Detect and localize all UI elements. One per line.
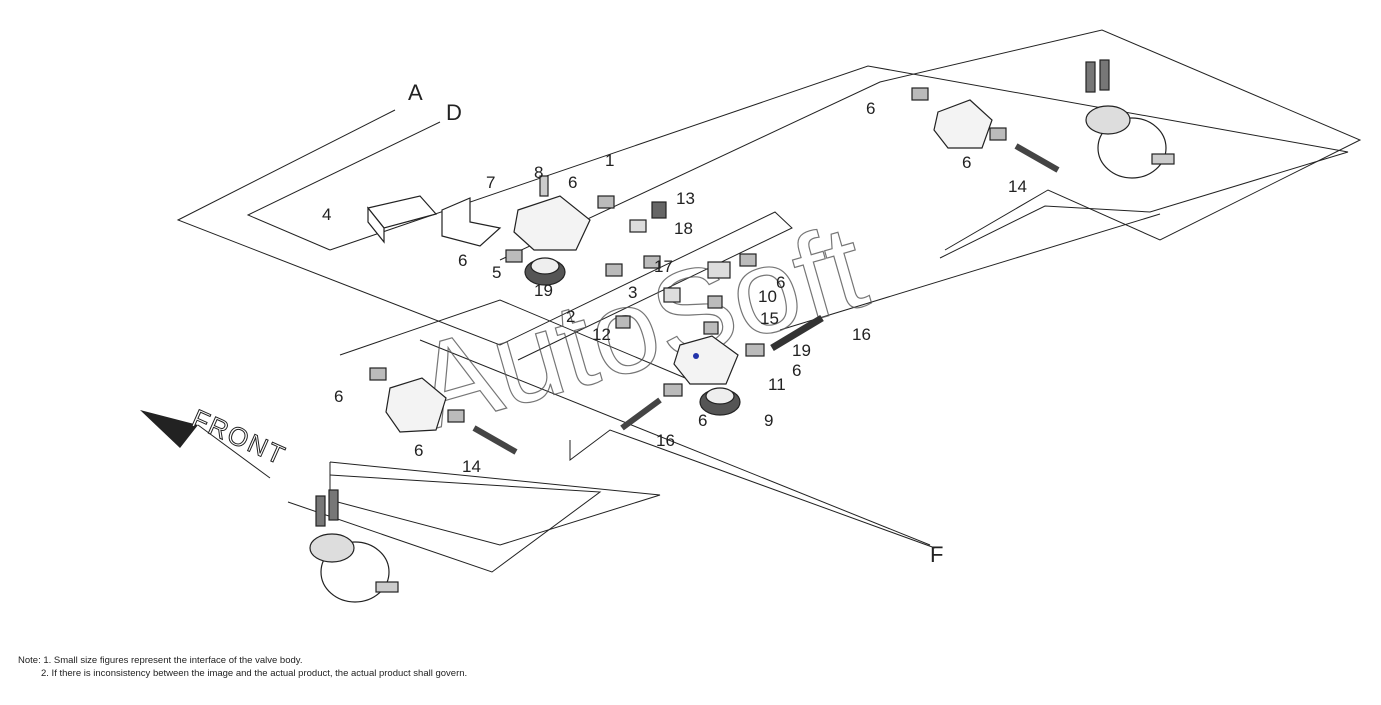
callout-15: 15 <box>760 309 779 328</box>
front-label: FRONT <box>188 403 291 471</box>
callout-16: 16 <box>852 325 871 344</box>
pipe-top-inner <box>499 29 1362 261</box>
line-label-f: F <box>930 542 943 567</box>
pipe-left <box>339 299 691 381</box>
hose-16-left-icon <box>620 397 662 431</box>
callout-11: 11 <box>768 375 786 394</box>
pipe-line-f <box>569 429 936 549</box>
callout-9: 9 <box>764 411 773 430</box>
dust-cover-icon <box>524 257 566 286</box>
callout-2: 2 <box>566 307 575 326</box>
pipe-lower-left <box>329 461 661 546</box>
pipe-right-diag <box>779 213 1161 331</box>
pipe-line-d <box>246 121 441 251</box>
callout-3: 3 <box>628 283 637 302</box>
callout-16b: 16 <box>656 431 675 450</box>
callout-7: 7 <box>486 173 495 192</box>
callout-13: 13 <box>676 189 695 208</box>
note-line-2: 2. If there is inconsistency between the… <box>41 668 468 679</box>
callout-6f: 6 <box>792 361 801 380</box>
part-callouts: 1 2 3 4 5 6 6 6 6 6 6 6 6 6 7 8 9 10 11 … <box>322 99 1027 476</box>
plate-bracket-icon <box>441 197 502 247</box>
notes-prefix: Note: <box>18 655 41 666</box>
left-emergency-valve-icon <box>385 377 447 433</box>
bracket-icon <box>366 195 438 244</box>
callout-12: 12 <box>592 325 611 344</box>
callout-17: 17 <box>654 257 673 276</box>
callout-14: 14 <box>1008 177 1027 196</box>
callout-6h: 6 <box>334 387 343 406</box>
fitting-icon <box>369 87 1007 423</box>
right-brake-chamber-icon <box>1085 59 1175 179</box>
callout-18: 18 <box>674 219 693 238</box>
callout-6i: 6 <box>414 441 423 460</box>
pipe-top <box>329 65 1349 259</box>
pipe-line-a <box>176 109 793 361</box>
dust-cover-2-icon <box>699 387 741 416</box>
hose-14-left-icon <box>472 425 518 455</box>
line-label-d: D <box>446 100 462 125</box>
left-brake-chamber-icon <box>309 489 399 603</box>
callout-10: 10 <box>758 287 777 306</box>
line-label-a: A <box>408 80 423 105</box>
callout-6: 6 <box>568 173 577 192</box>
callout-1: 1 <box>605 151 614 170</box>
pipe-lower-left-2 <box>287 474 602 573</box>
callout-6g: 6 <box>698 411 707 430</box>
callout-19b: 19 <box>792 341 811 360</box>
callout-4: 4 <box>322 205 331 224</box>
relay-valve-icon <box>513 175 591 251</box>
callout-6c: 6 <box>866 99 875 118</box>
callout-6d: 6 <box>962 153 971 172</box>
hose-16-right-icon <box>770 314 824 352</box>
callout-6e: 6 <box>776 273 785 292</box>
callout-14b: 14 <box>462 457 481 476</box>
pipe-line-f-2 <box>419 339 931 546</box>
note-line-1: 1. Small size figures represent the inte… <box>43 655 303 666</box>
front-arrow-icon <box>140 410 271 479</box>
center-valve-icon <box>673 335 739 385</box>
hose-14-right-icon <box>1014 143 1060 173</box>
callout-19: 19 <box>534 281 553 300</box>
notes-block: Note: 1. Small size figures represent th… <box>18 654 467 680</box>
callout-5: 5 <box>492 263 501 282</box>
callout-6b: 6 <box>458 251 467 270</box>
callout-8: 8 <box>534 163 543 182</box>
right-emergency-valve-icon <box>933 99 993 149</box>
